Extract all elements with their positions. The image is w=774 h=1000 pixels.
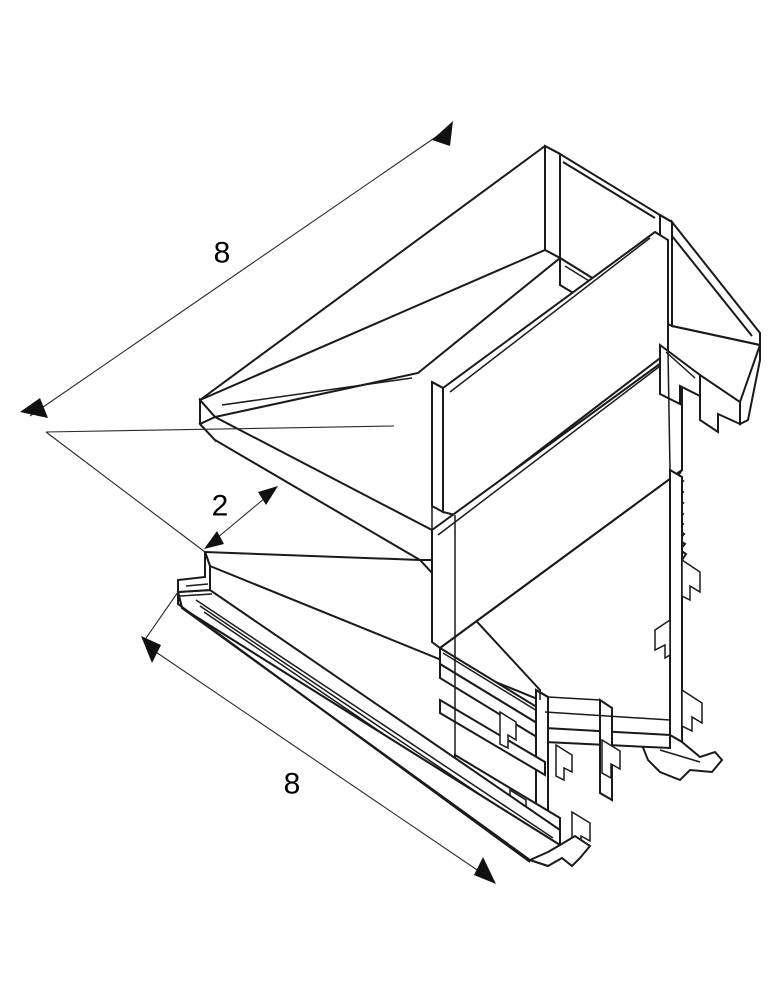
left-end-connector-line-2 — [179, 593, 213, 597]
bottom-rail-end-lip — [527, 834, 592, 868]
lower-web-upper-line — [442, 652, 543, 715]
dimension-thickness: 2 — [204, 486, 278, 549]
upper-right-panel-fold — [671, 235, 753, 337]
lower-vertical-column-left-edge — [535, 689, 549, 698]
upper-plate-front-face — [198, 415, 433, 561]
upper-flange-inner-edge — [562, 161, 656, 219]
dim-thickness-label: 2 — [212, 490, 229, 523]
dim-thickness-arrow-lower — [204, 531, 224, 549]
dim-thickness-line — [210, 492, 272, 544]
right-rib-hook-mid — [654, 618, 671, 660]
dim-thickness-arrow-upper — [258, 486, 278, 505]
dimension-upper-length: 8 — [20, 121, 453, 553]
upper-right-fin-top — [659, 214, 673, 223]
far-right-corner-fold — [739, 344, 761, 426]
upper-back-fin-right-return — [544, 144, 561, 260]
right-step-detail-line — [665, 351, 696, 379]
lower-right-foot-inner — [659, 749, 701, 763]
upper-right-panel-lower-edge — [671, 325, 761, 346]
lower-rail-1 — [439, 698, 546, 777]
dim-lower-arrow-end — [474, 857, 496, 884]
dim-upper-label: 8 — [214, 237, 231, 270]
right-step-detail-2 — [699, 373, 741, 434]
inner-top-plate-inner-line — [449, 237, 651, 393]
left-end-connector-line — [185, 583, 209, 587]
upper-main-plate-inner-line — [221, 377, 413, 406]
dim-lower-line — [149, 647, 487, 877]
bottom-rail-front-edge — [177, 592, 531, 863]
dimension-lower-length: 8 — [141, 591, 496, 884]
interior-back-edge-4 — [667, 351, 671, 471]
right-rib-hook-upper — [681, 558, 701, 602]
dim-upper-witness-left-lower — [45, 431, 206, 553]
interior-back-edge-8 — [547, 696, 601, 701]
profile-geometry — [176, 144, 761, 868]
central-diagonal-plate-lower — [439, 469, 683, 649]
dim-upper-arrow-start — [20, 398, 48, 418]
upper-right-descending-panel — [671, 219, 761, 347]
lower-tslot-hook-a — [499, 710, 517, 750]
interior-back-edge-1 — [417, 257, 561, 374]
dim-upper-witness-left — [45, 425, 395, 433]
dim-upper-leader-line — [29, 129, 447, 417]
dim-lower-witness-start — [143, 591, 179, 642]
right-vertical-rib — [669, 468, 683, 744]
central-vertical-web-top — [431, 381, 444, 389]
central-diagonal-plate-line — [437, 359, 669, 536]
dim-lower-label: 8 — [284, 768, 301, 801]
central-vertical-web — [431, 380, 444, 514]
bottom-rail-groove-1 — [195, 599, 554, 839]
lower-tslot-hook-b — [555, 743, 573, 782]
right-step-detail — [659, 343, 701, 406]
interior-back-edge-7 — [544, 711, 671, 721]
right-rib-hook-lower — [681, 688, 703, 733]
lower-tslot-hook-e — [601, 738, 621, 780]
dim-upper-arrow-end — [432, 121, 453, 146]
dim-lower-arrow-start — [141, 636, 161, 663]
